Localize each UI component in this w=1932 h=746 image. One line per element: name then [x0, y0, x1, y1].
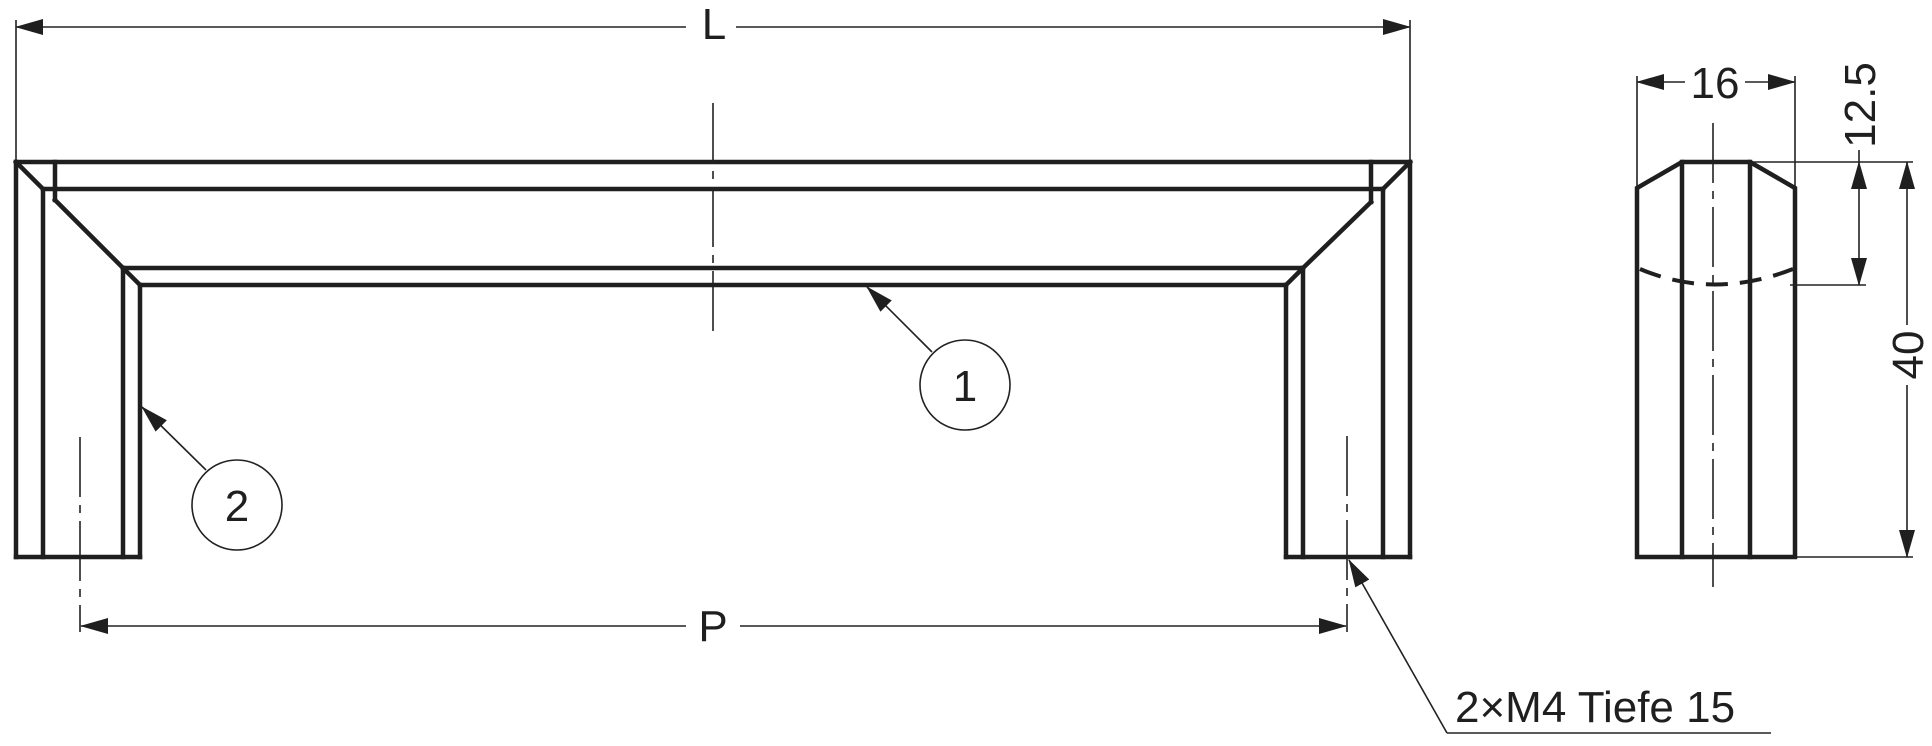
dimension-P-label: P — [698, 602, 727, 651]
thread-note-label: 2×M4 Tiefe 15 — [1455, 683, 1735, 732]
callout-part-2-label: 2 — [225, 482, 249, 531]
dimension-16-label: 16 — [1691, 59, 1740, 108]
callout-part-1-label: 1 — [953, 362, 977, 411]
callout-part-1: 1 — [866, 286, 1011, 431]
dimension-L-label: L — [702, 0, 726, 49]
hidden-grip-arc — [1639, 267, 1794, 287]
dimension-L: L — [15, 0, 1411, 160]
dimension-12-5: 12.5 — [1752, 62, 1913, 286]
thread-note: 2×M4 Tiefe 15 — [1348, 559, 1771, 734]
front-view: L P 1 2 2×M4 Tiefe 15 — [12, 0, 1771, 734]
dimension-40-label: 40 — [1884, 331, 1932, 380]
side-view: 16 12.5 40 — [1634, 59, 1932, 587]
dimension-12-5-label: 12.5 — [1836, 62, 1885, 148]
dimension-40: 40 — [1797, 161, 1932, 558]
callout-part-2: 2 — [141, 406, 283, 551]
dimension-P: P — [80, 602, 1347, 651]
side-profile-outline — [1634, 159, 1798, 560]
dimension-16: 16 — [1636, 59, 1796, 186]
